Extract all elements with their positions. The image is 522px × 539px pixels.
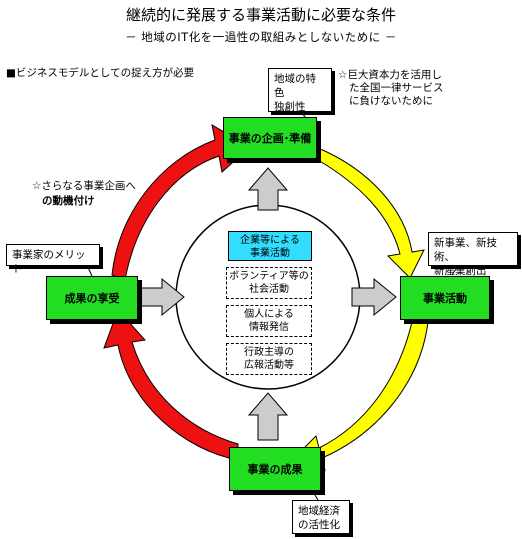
stage-benefit: 成果の享受 [46,276,138,320]
page-subtitle: － 地域のIT化を一過性の取組みとしないために － [125,30,397,44]
business-model-note: ■ビジネスモデルとしての捉え方が必要 [6,67,195,79]
callout-new-business: 新事業、新技術、 新産業創出 [428,232,518,277]
page-title: 継続的に発展する事業活動に必要な条件 [125,6,396,24]
callout-entrepreneur-merit-text: 事業家のメリット [12,249,86,275]
callout-local-economy: 地域経済 の活性化 [292,500,350,534]
center-volunteer-line2: 社会活動 [249,284,289,295]
callout-entrepreneur-merit: 事業家のメリット [6,244,100,275]
center-corporate-line1: 企業等による [240,235,300,246]
stage-outcome: 事業の成果 [229,447,321,491]
center-individual-line1: 個人による [244,309,294,320]
callout-local-features-line2: 独創性 [274,101,306,113]
callout-new-business-line2: 新産業創出 [434,265,487,277]
center-government-line2: 広報活動等 [244,360,294,371]
center-volunteer-box: ボランティア等の 社会活動 [226,267,312,299]
center-corporate-box: 企業等による 事業活動 [228,231,312,261]
center-individual-line2: 情報発信 [249,322,289,333]
center-government-line1: 行政主導の [244,347,294,358]
motivation-note-line1: ☆さらなる事業企画へ [32,180,136,192]
capital-note-line3: に負けないために [349,95,433,107]
center-government-box: 行政主導の 広報活動等 [226,343,312,375]
stage-outcome-label: 事業の成果 [247,463,303,476]
callout-local-economy-line1: 地域経済 [298,505,340,517]
capital-note-line2: た全国一律サービス [349,82,444,94]
callout-local-economy-line2: の活性化 [298,519,340,531]
stage-activity: 事業活動 [400,276,490,320]
arrow-gray-up-bottom [247,392,289,441]
capital-note-line1: ☆巨大資本力を活用し [338,69,442,81]
arrow-gray-up-top [247,167,289,211]
center-individual-box: 個人による 情報発信 [226,305,312,337]
motivation-note-line2: の動機付け [42,195,95,207]
callout-pointer-local-features [299,110,307,119]
center-corporate-line2: 事業活動 [250,248,290,259]
center-volunteer-line1: ボランティア等の [229,271,309,282]
stage-planning-label: 事業の企画･準備 [228,132,312,145]
stage-benefit-label: 成果の享受 [64,292,120,305]
callout-new-business-line1: 新事業、新技術、 [434,237,497,263]
arrow-gray-left [139,277,185,317]
callout-local-features-line1: 地域の特色 [274,73,316,99]
arrow-gray-right [351,277,397,317]
stage-planning: 事業の企画･準備 [223,117,317,159]
callout-local-features: 地域の特色 独創性 [268,68,332,113]
stage-activity-label: 事業活動 [423,292,467,305]
